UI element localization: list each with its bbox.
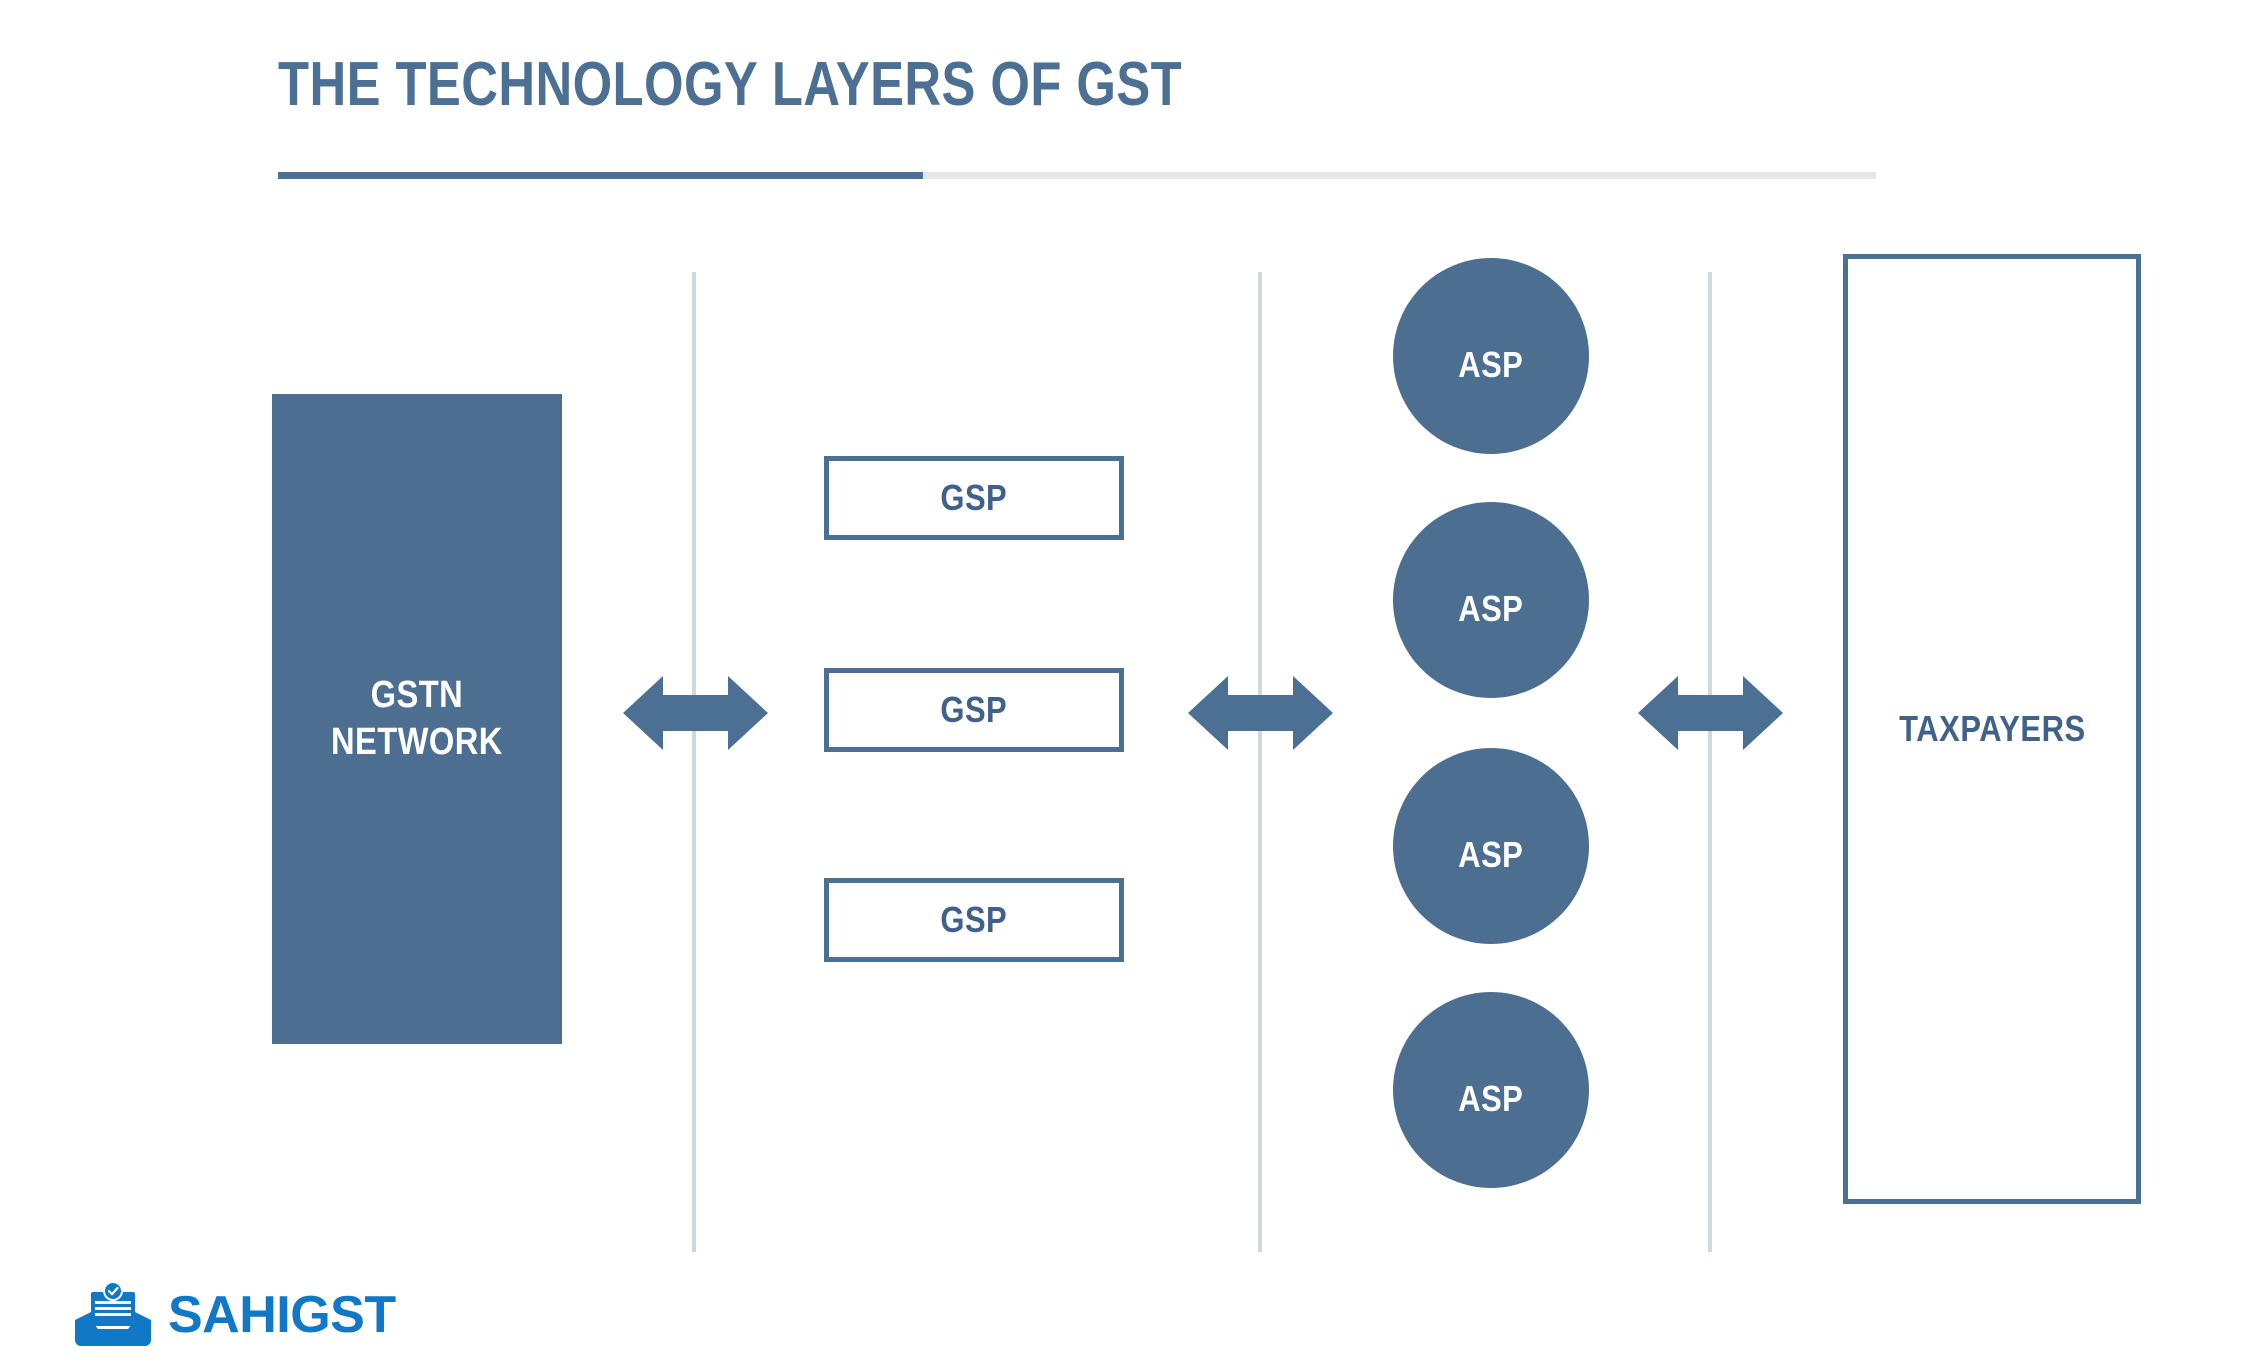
gstn-network-label: GSTN NETWORK <box>331 673 503 764</box>
taxpayers-label: TAXPAYERS <box>1898 708 2086 749</box>
double-arrow-icon <box>623 668 768 758</box>
brand-logo[interactable]: SAHIGST <box>72 1282 396 1348</box>
asp-circle[interactable]: ASP <box>1393 748 1589 944</box>
page-title: THE TECHNOLOGY LAYERS OF GST <box>278 50 1183 119</box>
title-divider-accent <box>278 172 923 179</box>
inbox-check-icon <box>75 1282 151 1346</box>
double-arrow-icon <box>1188 668 1333 758</box>
gsp-box[interactable]: GSP <box>824 878 1124 962</box>
gsp-box[interactable]: GSP <box>824 668 1124 752</box>
gsp-box-label: GSP <box>940 477 1008 518</box>
gstn-network-block[interactable]: GSTN NETWORK <box>272 394 562 1044</box>
layer-divider-2 <box>1258 272 1262 1252</box>
gsp-box[interactable]: GSP <box>824 456 1124 540</box>
asp-circle-label: ASP <box>1458 1078 1524 1119</box>
brand-logo-text: SAHIGST <box>168 1286 396 1344</box>
asp-circle-label: ASP <box>1458 588 1524 629</box>
asp-circle[interactable]: ASP <box>1393 258 1589 454</box>
taxpayers-box[interactable]: TAXPAYERS <box>1843 254 2141 1204</box>
asp-circle-label: ASP <box>1458 834 1524 875</box>
title-divider-rule <box>278 172 1876 179</box>
asp-circle-label: ASP <box>1458 344 1524 385</box>
double-arrow-icon <box>1638 668 1783 758</box>
layer-divider-1 <box>692 272 696 1252</box>
layer-divider-3 <box>1708 272 1712 1252</box>
asp-circle[interactable]: ASP <box>1393 992 1589 1188</box>
gsp-box-label: GSP <box>940 899 1008 940</box>
asp-circle[interactable]: ASP <box>1393 502 1589 698</box>
gsp-box-label: GSP <box>940 689 1008 730</box>
